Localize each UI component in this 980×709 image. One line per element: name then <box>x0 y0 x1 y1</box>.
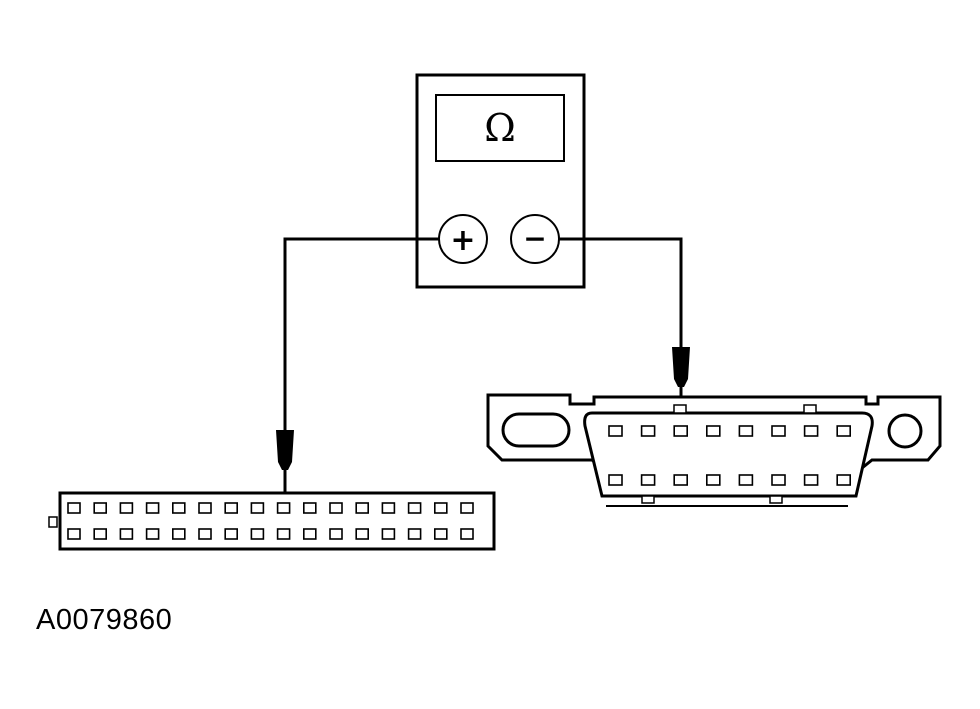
positive-terminal-label: + <box>450 223 475 258</box>
module-pin <box>407 528 422 540</box>
module-pin <box>119 528 134 540</box>
module-pin <box>433 502 448 514</box>
positive-lead-wire <box>283 237 439 432</box>
module-pin <box>198 528 212 540</box>
module-pin <box>433 528 448 540</box>
module-connector-key <box>48 516 58 528</box>
module-pin <box>224 502 238 514</box>
dlc-pin <box>836 425 852 437</box>
dlc-pin <box>673 425 689 437</box>
dlc-pins <box>608 425 852 486</box>
module-connector-body <box>58 491 496 551</box>
test-leads <box>283 237 683 432</box>
module-pin <box>329 528 343 540</box>
module-pin <box>355 528 370 540</box>
dlc-pin <box>608 425 623 437</box>
dlc-pin <box>771 474 786 486</box>
dlc-pin <box>640 425 656 437</box>
multimeter: Ω + − <box>415 73 586 289</box>
module-pin <box>381 528 396 540</box>
dlc-pin <box>771 425 786 437</box>
dlc-pin <box>705 425 721 437</box>
module-pin <box>172 502 186 514</box>
dlc-pin <box>803 425 819 437</box>
dlc-pin <box>640 474 656 486</box>
module-pin <box>302 502 317 514</box>
dlc-pin <box>673 474 689 486</box>
module-pin <box>93 528 107 540</box>
dlc-pin <box>738 474 754 486</box>
module-pin <box>145 502 160 514</box>
dlc-upper-tab-right <box>803 404 817 414</box>
data-link-connector <box>486 393 942 507</box>
module-pin <box>355 502 370 514</box>
module-pin <box>224 528 238 540</box>
module-pin <box>460 502 474 514</box>
module-pin <box>67 528 81 540</box>
module-pin <box>198 502 212 514</box>
module-pin <box>407 502 422 514</box>
dlc-right-hole <box>887 413 923 449</box>
module-pin <box>67 502 81 514</box>
dlc-pin <box>803 474 819 486</box>
figure-id: A0079860 <box>36 604 173 636</box>
module-connector-pins <box>67 502 474 540</box>
ohm-symbol: Ω <box>484 106 516 150</box>
module-pin <box>460 528 474 540</box>
dlc-pin <box>705 474 721 486</box>
module-pin <box>276 502 291 514</box>
dlc-lower-tab-right <box>769 495 783 504</box>
dlc-left-slot <box>501 412 571 448</box>
module-pin <box>329 502 343 514</box>
negative-terminal-label: − <box>523 222 546 255</box>
meter-display <box>435 94 565 162</box>
module-pin <box>250 502 265 514</box>
module-pin <box>93 502 107 514</box>
negative-lead-wire <box>559 237 683 349</box>
module-pin <box>145 528 160 540</box>
module-pin <box>276 528 291 540</box>
module-pin <box>119 502 134 514</box>
dlc-lower-tab-left <box>641 495 655 504</box>
dlc-plug-face <box>583 411 874 498</box>
dlc-pin <box>836 474 852 486</box>
module-pin <box>172 528 186 540</box>
module-pin <box>250 528 265 540</box>
module-connector <box>48 491 496 551</box>
module-pin <box>302 528 317 540</box>
dlc-pin <box>608 474 623 486</box>
module-pin <box>381 502 396 514</box>
dlc-upper-tab-left <box>673 404 687 414</box>
dlc-pin <box>738 425 754 437</box>
